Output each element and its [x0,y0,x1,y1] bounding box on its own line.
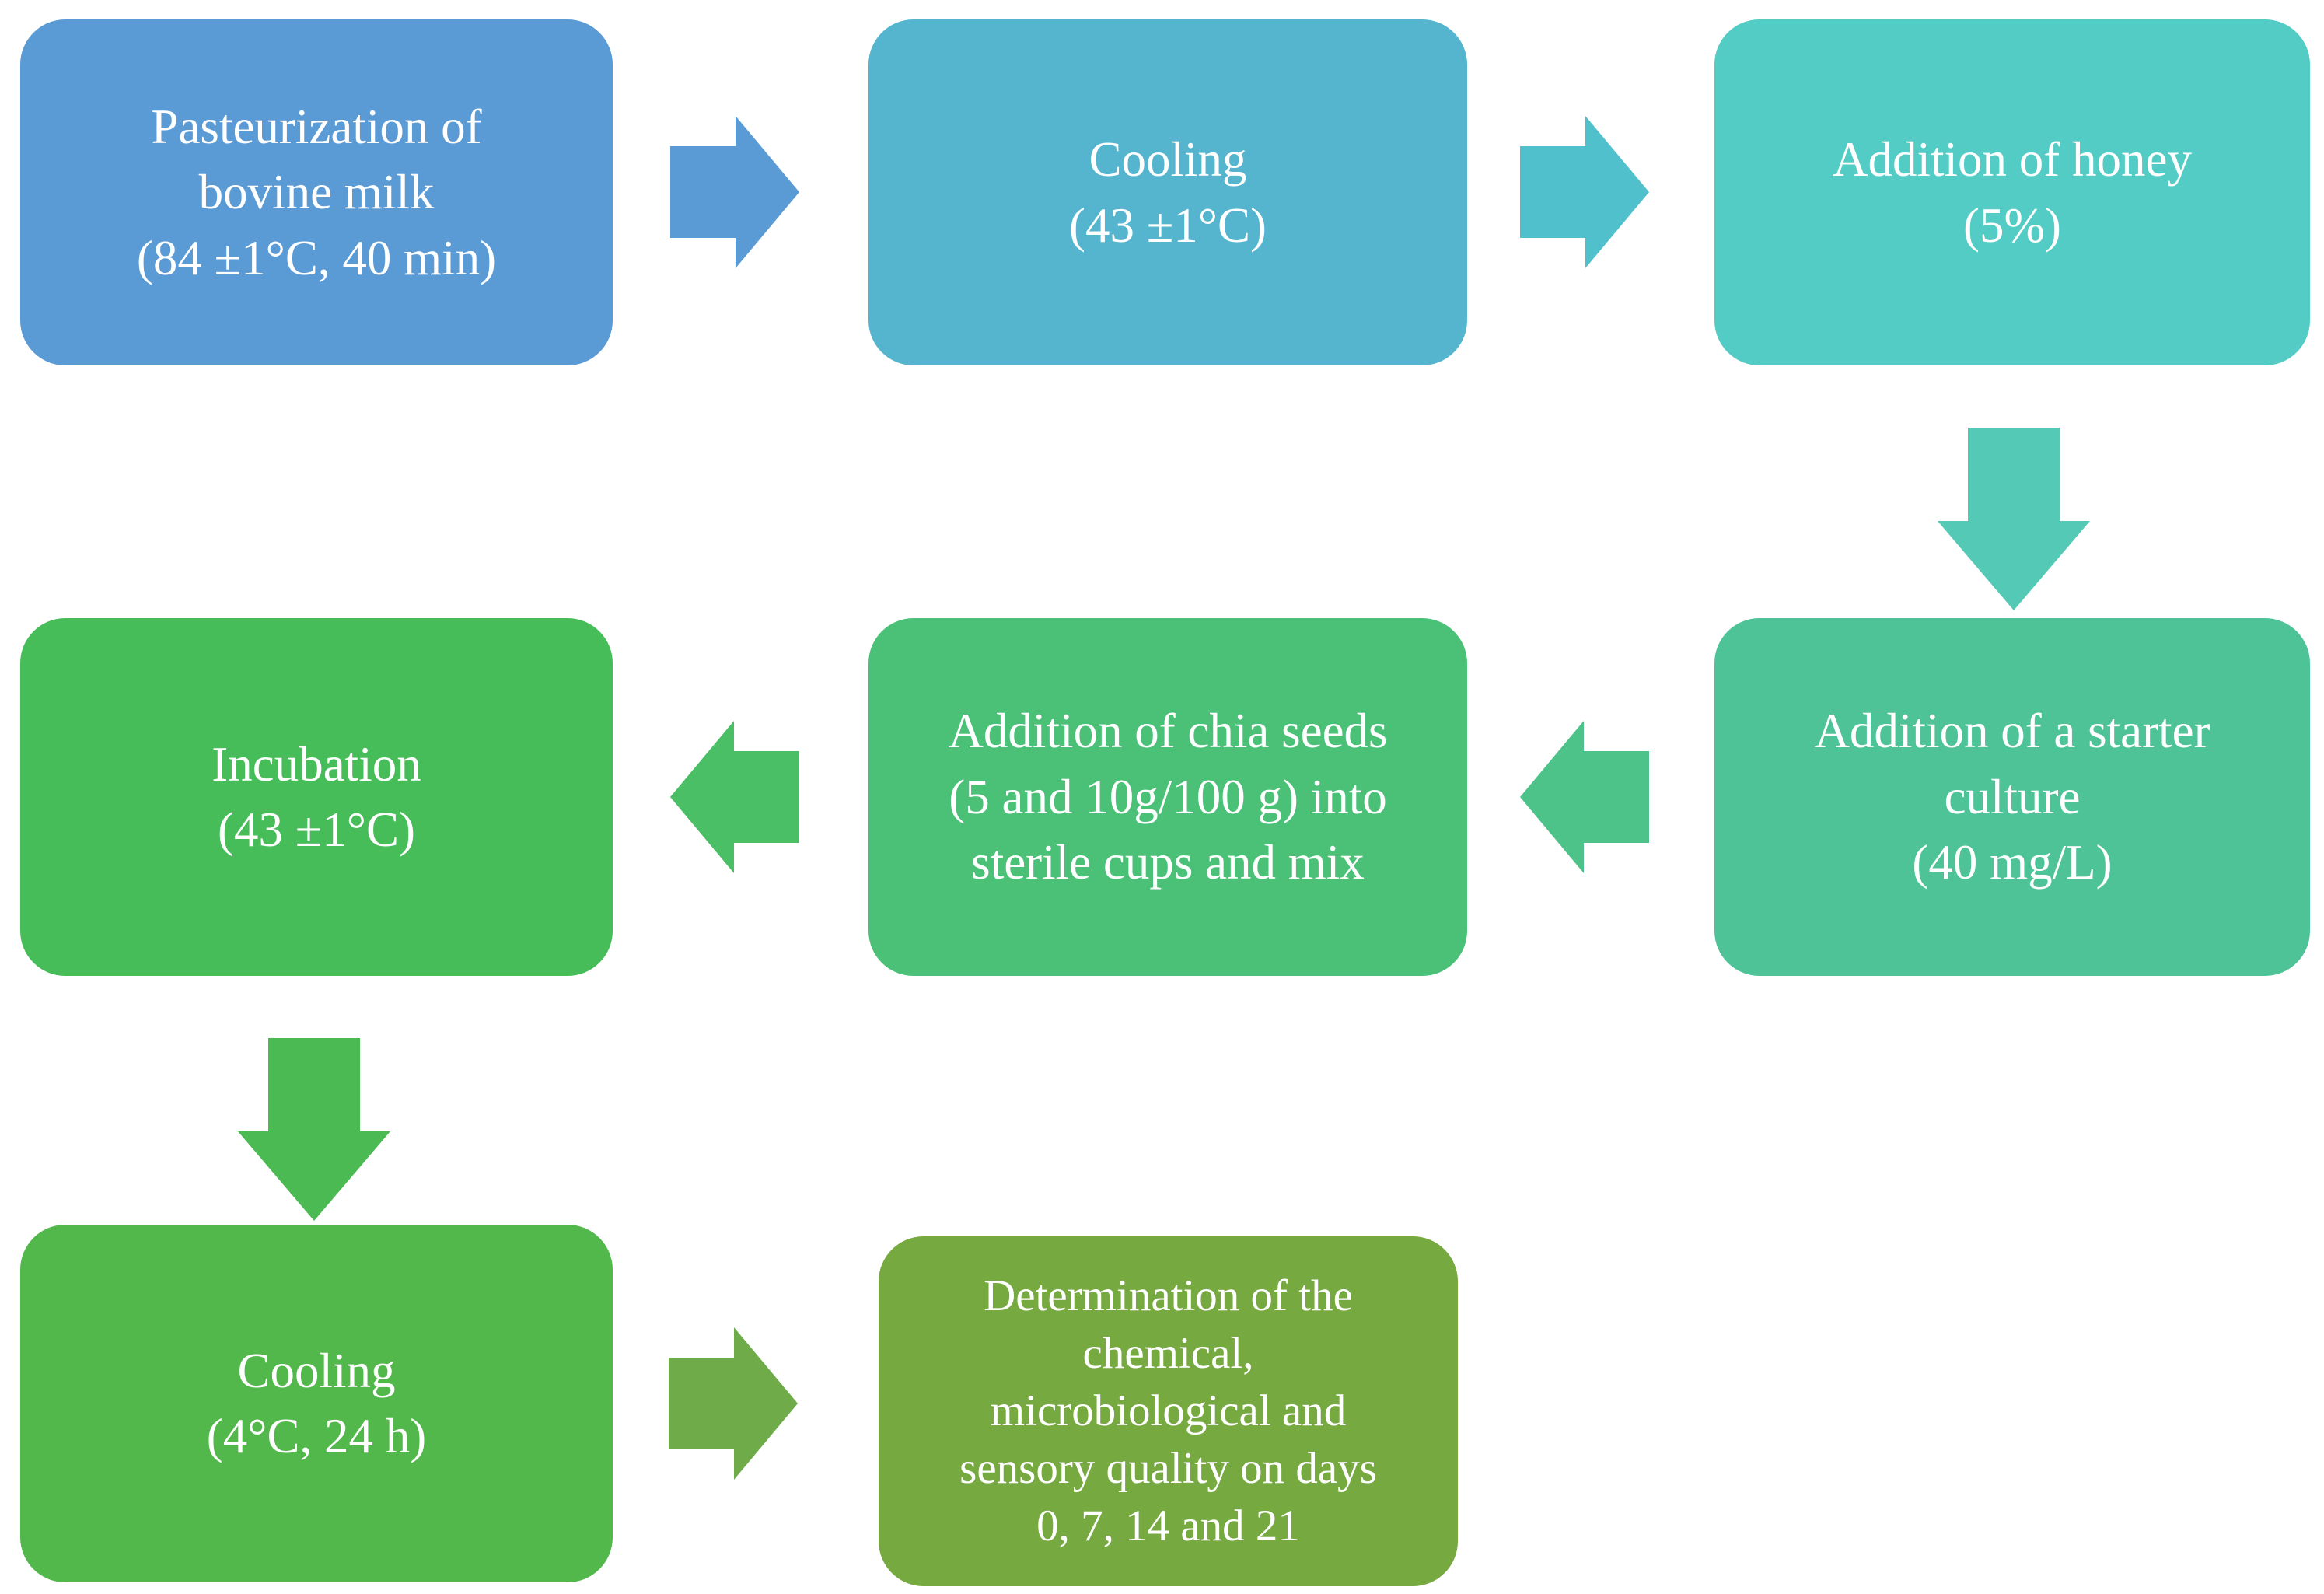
step-label-cooling-43: Cooling (43 ±1°C) [1069,132,1267,253]
step-box-determination: Determination of the chemical, microbiol… [879,1236,1458,1586]
step-box-cooling-43: Cooling (43 ±1°C) [868,19,1467,365]
flow-arrow-left-2-icon [670,721,799,873]
step-label-starter-culture: Addition of a starter culture (40 mg/L) [1814,704,2210,890]
step-label-incubation: Incubation (43 ±1°C) [211,736,421,857]
step-box-chia-seeds: Addition of chia seeds (5 and 10g/100 g)… [868,618,1467,976]
flow-arrow-down-1-icon [1938,428,2090,610]
flow-arrow-left-1-icon [1520,721,1649,873]
flow-arrow-right-1-icon [670,116,799,268]
step-box-starter-culture: Addition of a starter culture (40 mg/L) [1714,618,2310,976]
step-box-cooling-4: Cooling (4°C, 24 h) [20,1225,613,1582]
flow-arrow-right-2-icon [1520,116,1649,268]
flow-arrow-right-3-icon [669,1327,798,1480]
step-label-pasteurization: Pasteurization of bovine milk (84 ±1°C, … [136,99,497,285]
step-label-honey: Addition of honey (5%) [1833,132,2192,253]
step-box-incubation: Incubation (43 ±1°C) [20,618,613,976]
step-label-determination: Determination of the chemical, microbiol… [959,1271,1377,1551]
step-box-pasteurization: Pasteurization of bovine milk (84 ±1°C, … [20,19,613,365]
step-box-honey: Addition of honey (5%) [1714,19,2310,365]
flow-arrow-down-2-icon [238,1038,390,1221]
step-label-chia-seeds: Addition of chia seeds (5 and 10g/100 g)… [948,704,1388,890]
step-label-cooling-4: Cooling (4°C, 24 h) [206,1343,427,1463]
